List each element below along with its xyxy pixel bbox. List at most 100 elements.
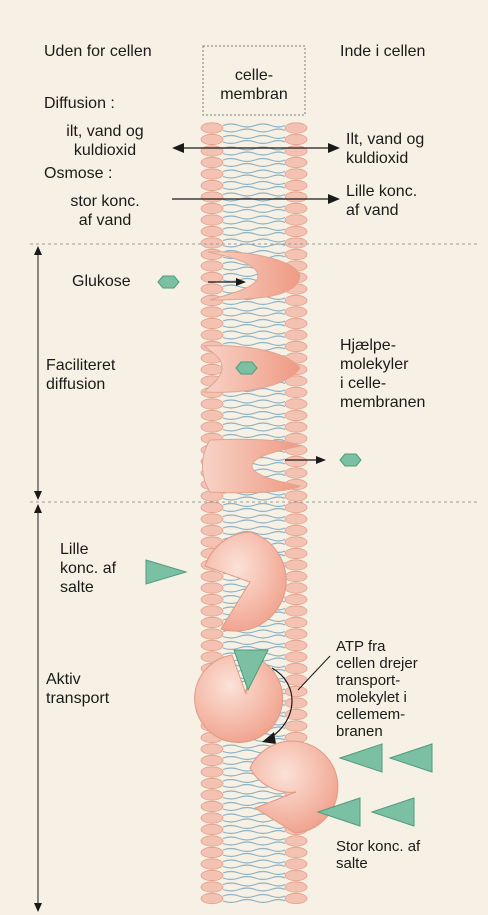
lipid-head bbox=[285, 203, 307, 213]
lipid-head bbox=[285, 847, 307, 857]
lipid-tail bbox=[223, 791, 285, 799]
lipid-head bbox=[285, 617, 307, 627]
high-salt-label: Stor konc. af salte bbox=[336, 838, 420, 872]
lipid-tail bbox=[223, 216, 285, 224]
lipid-head bbox=[285, 226, 307, 236]
hexagon-icon bbox=[158, 276, 179, 288]
lipid-head bbox=[285, 698, 307, 708]
lipid-tail bbox=[223, 182, 285, 190]
lipid-head bbox=[201, 134, 223, 144]
lipid-head bbox=[201, 629, 223, 639]
lipid-head bbox=[201, 778, 223, 788]
lipid-head bbox=[285, 721, 307, 731]
lipid-head bbox=[285, 180, 307, 190]
diffusion-title: Diffusion : bbox=[44, 94, 115, 113]
hexagon-icon bbox=[236, 362, 257, 374]
lipid-tail bbox=[223, 883, 285, 891]
lipid-head bbox=[201, 514, 223, 524]
lipid-head bbox=[201, 824, 223, 834]
active-transport-label: Aktiv transport bbox=[46, 670, 109, 708]
lipid-head bbox=[285, 537, 307, 547]
lipid-head bbox=[285, 410, 307, 420]
lipid-head bbox=[285, 594, 307, 604]
lipid-head bbox=[201, 422, 223, 432]
lipid-head bbox=[285, 399, 307, 409]
lipid-head bbox=[285, 870, 307, 880]
lipid-head bbox=[201, 847, 223, 857]
lipid-head bbox=[285, 249, 307, 259]
lipid-head bbox=[201, 180, 223, 190]
lipid-head bbox=[201, 410, 223, 420]
lipid-head bbox=[285, 640, 307, 650]
lipid-head bbox=[201, 571, 223, 581]
lipid-head bbox=[285, 502, 307, 512]
lipid-head bbox=[285, 215, 307, 225]
lipid-head bbox=[285, 157, 307, 167]
lipid-head bbox=[285, 456, 307, 466]
lipid-head bbox=[285, 330, 307, 340]
lipid-tail bbox=[223, 400, 285, 408]
lipid-head bbox=[285, 859, 307, 869]
lipid-tail bbox=[223, 849, 285, 857]
lipid-tail bbox=[223, 895, 285, 903]
outside-cell-label: Uden for cellen bbox=[44, 42, 152, 61]
carrier-protein-open-inside bbox=[203, 439, 301, 493]
lipid-head bbox=[201, 594, 223, 604]
lipid-tail bbox=[223, 412, 285, 420]
lipid-head bbox=[201, 767, 223, 777]
lipid-head bbox=[285, 238, 307, 248]
lipid-head bbox=[201, 399, 223, 409]
triangle-icon bbox=[372, 798, 414, 826]
lipid-head bbox=[201, 146, 223, 156]
lipid-tail bbox=[223, 136, 285, 144]
lipid-head bbox=[285, 422, 307, 432]
lipid-head bbox=[285, 663, 307, 673]
lipid-head bbox=[285, 491, 307, 501]
triangle-icon bbox=[340, 744, 382, 772]
lipid-head bbox=[285, 123, 307, 133]
facilitated-range-arrow bbox=[34, 246, 42, 500]
lipid-head bbox=[285, 341, 307, 351]
lipid-head bbox=[285, 134, 307, 144]
lipid-tail bbox=[223, 308, 285, 316]
osmosis-right-label: Lille konc. af vand bbox=[346, 182, 417, 220]
lipid-head bbox=[285, 882, 307, 892]
lipid-head bbox=[201, 238, 223, 248]
lipid-head bbox=[201, 169, 223, 179]
lipid-head bbox=[201, 123, 223, 133]
lipid-head bbox=[285, 468, 307, 478]
triangle-icon bbox=[390, 744, 432, 772]
lipid-head bbox=[201, 330, 223, 340]
triangle-icon bbox=[146, 560, 186, 584]
inside-cell-label: Inde i cellen bbox=[340, 42, 425, 61]
lipid-head bbox=[285, 525, 307, 535]
lipid-head bbox=[201, 203, 223, 213]
lipid-head bbox=[285, 893, 307, 903]
lipid-head bbox=[201, 215, 223, 225]
lipid-tail bbox=[223, 205, 285, 213]
lipid-head bbox=[285, 836, 307, 846]
low-salt-label: Lille konc. af salte bbox=[60, 540, 116, 597]
lipid-tail bbox=[223, 159, 285, 167]
osmosis-title: Osmose : bbox=[44, 164, 112, 183]
lipid-head bbox=[285, 571, 307, 581]
lipid-head bbox=[201, 192, 223, 202]
lipid-tail bbox=[223, 239, 285, 247]
lipid-head bbox=[285, 146, 307, 156]
lipid-tail bbox=[223, 228, 285, 236]
active-range-arrow bbox=[34, 504, 42, 912]
diffusion-arrow bbox=[172, 143, 340, 153]
lipid-tail bbox=[223, 504, 285, 512]
lipid-tail bbox=[223, 642, 285, 650]
lipid-head bbox=[201, 525, 223, 535]
lipid-head bbox=[201, 744, 223, 754]
diffusion-left-label: ilt, vand og kuldioxid bbox=[40, 122, 170, 160]
lipid-head bbox=[201, 882, 223, 892]
transport-molecule-loaded bbox=[195, 655, 283, 743]
lipid-head bbox=[285, 606, 307, 616]
lipid-head bbox=[285, 295, 307, 305]
lipid-head bbox=[285, 629, 307, 639]
lipid-tail bbox=[223, 837, 285, 845]
lipid-head bbox=[285, 192, 307, 202]
